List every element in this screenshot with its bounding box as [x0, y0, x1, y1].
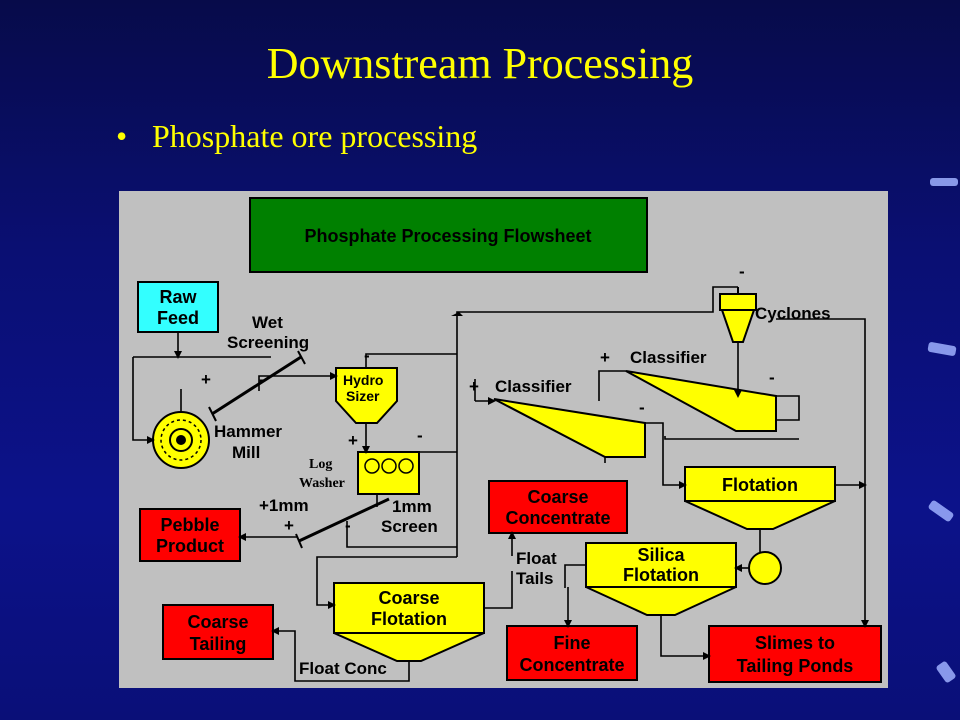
classifier-lower-label: Classifier	[495, 377, 572, 396]
svg-text:+: +	[284, 516, 294, 535]
classifier-lower	[493, 398, 646, 458]
svg-text:Coarse: Coarse	[187, 612, 248, 632]
bullet-dot: •	[116, 118, 128, 154]
svg-text:Hydro: Hydro	[343, 372, 383, 388]
coarse-flotation-cell: Coarse Flotation	[333, 582, 485, 662]
1mm-screen-deck	[295, 497, 390, 549]
svg-text:Washer: Washer	[299, 476, 345, 491]
wet-screening-label: Wet	[252, 313, 283, 332]
svg-text:Fine: Fine	[553, 633, 590, 653]
slide-title: Downstream Processing	[266, 39, 694, 88]
svg-text:Screen: Screen	[381, 517, 438, 536]
flowsheet-title-box: Phosphate Processing Flowsheet	[249, 197, 648, 273]
svg-text:Flotation: Flotation	[623, 565, 699, 585]
svg-text:+: +	[201, 370, 211, 389]
float-conc-label: Float Conc	[299, 659, 387, 678]
svg-text:-: -	[739, 262, 745, 281]
svg-text:+: +	[600, 348, 610, 367]
coarse-concentrate-box: Coarse Concentrate	[488, 480, 628, 534]
svg-text:Tailing Ponds: Tailing Ponds	[737, 656, 854, 676]
classifier-upper-label: Classifier	[630, 348, 707, 367]
svg-text:Mill: Mill	[232, 443, 260, 462]
svg-text:Sizer: Sizer	[346, 388, 380, 404]
cyclones-label: Cyclones	[755, 304, 831, 323]
svg-text:Concentrate: Concentrate	[505, 508, 610, 528]
svg-text:Product: Product	[156, 536, 224, 556]
decorative-edge-mark	[935, 660, 957, 684]
bullet-item: • Phosphate ore processing	[116, 116, 477, 156]
wet-screen-deck	[208, 350, 306, 422]
svg-text:Concentrate: Concentrate	[519, 655, 624, 675]
decorative-edge-mark	[927, 341, 957, 357]
pump-circle	[748, 551, 782, 585]
cyclone	[719, 287, 757, 343]
raw-feed-box: Raw Feed	[137, 281, 219, 333]
svg-text:-: -	[364, 346, 370, 365]
svg-text:-: -	[639, 398, 645, 417]
flowsheet-title: Phosphate Processing Flowsheet	[304, 226, 591, 246]
svg-text:-: -	[417, 426, 423, 445]
hammer-mill-label: Hammer	[214, 422, 282, 441]
svg-text:Coarse: Coarse	[527, 487, 588, 507]
hydro-sizer: Hydro Sizer	[335, 367, 398, 424]
pebble-product-box: Pebble Product	[139, 508, 241, 562]
svg-text:+: +	[469, 377, 479, 396]
flowsheet-panel: Phosphate Processing Flowsheet Raw Feed …	[119, 191, 888, 688]
svg-text:-: -	[345, 516, 351, 535]
svg-text:Slimes to: Slimes to	[755, 633, 835, 653]
silica-flotation-cell: Silica Flotation	[585, 542, 737, 616]
flowsheet-diagram: Phosphate Processing Flowsheet Raw Feed …	[132, 197, 882, 683]
svg-text:Tails: Tails	[516, 569, 553, 588]
decorative-edge-mark	[930, 178, 958, 186]
svg-text:Screening: Screening	[227, 333, 309, 352]
classifier-upper	[625, 370, 777, 432]
svg-text:-: -	[259, 370, 265, 389]
flow-arrows	[147, 312, 869, 660]
bullet-text: Phosphate ore processing	[152, 118, 478, 154]
svg-text:Feed: Feed	[157, 308, 199, 328]
fine-concentrate-box: Fine Concentrate	[506, 625, 638, 681]
svg-text:-: -	[769, 368, 775, 387]
svg-text:Tailing: Tailing	[190, 634, 247, 654]
svg-text:+: +	[348, 431, 358, 450]
svg-text:Flotation: Flotation	[371, 609, 447, 629]
svg-text:Raw: Raw	[159, 287, 197, 307]
decorative-edge-mark	[927, 499, 955, 523]
slimes-box: Slimes to Tailing Ponds	[708, 625, 882, 683]
log-washer-label: Log	[309, 457, 332, 472]
log-washer	[357, 451, 420, 495]
coarse-tailing-box: Coarse Tailing	[162, 604, 274, 660]
svg-text:Pebble: Pebble	[160, 515, 219, 535]
svg-text:Coarse: Coarse	[378, 588, 439, 608]
1mm-screen-label: 1mm	[392, 497, 432, 516]
svg-text:Flotation: Flotation	[722, 475, 798, 495]
hammer-mill	[152, 411, 210, 469]
flotation-cell: Flotation	[684, 466, 836, 530]
svg-text:Silica: Silica	[637, 545, 685, 565]
float-tails-label: Float	[516, 549, 557, 568]
plus-1mm-label: +1mm	[259, 496, 309, 515]
